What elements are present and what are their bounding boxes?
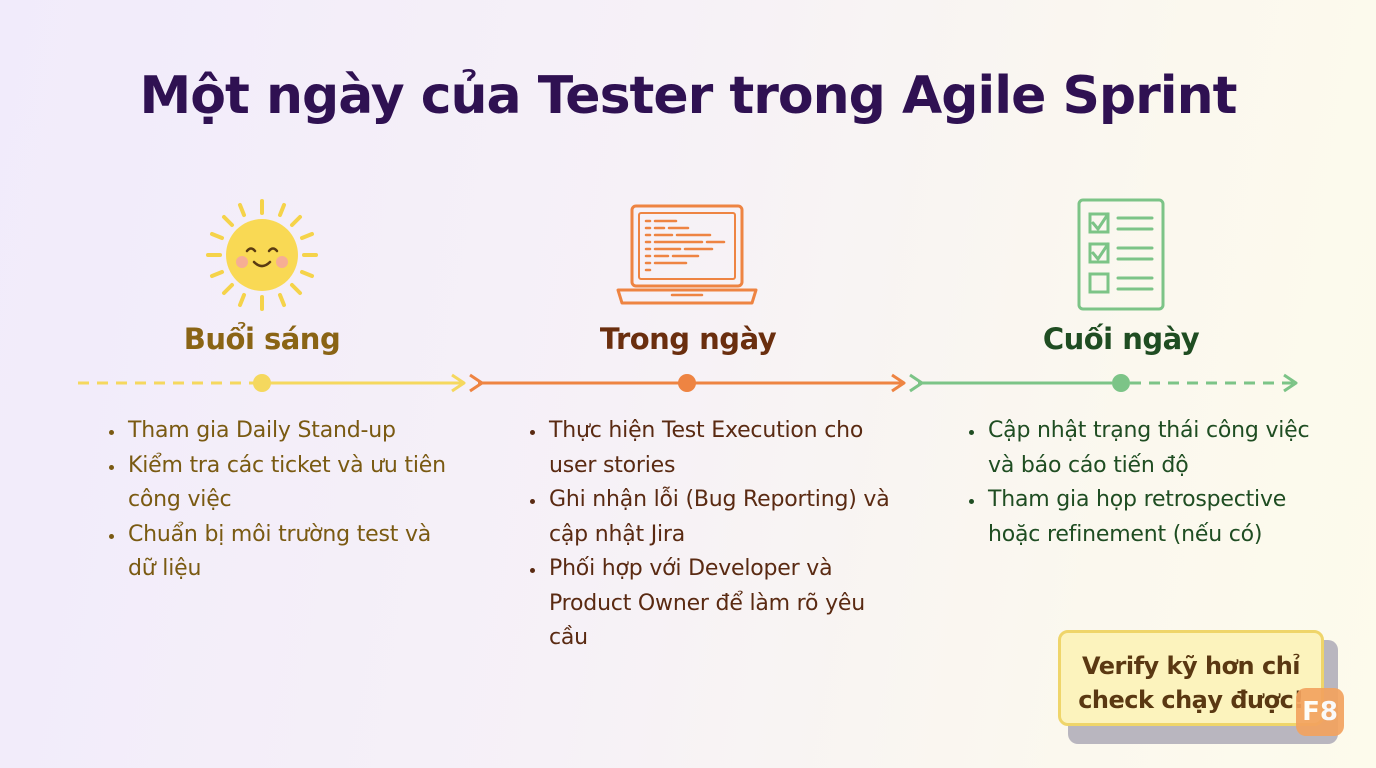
laptop-icon	[616, 204, 758, 305]
stage-title-morning: Buổi sáng	[183, 322, 341, 356]
timeline-segment-morning	[78, 373, 466, 393]
list-item: Ghi nhận lỗi (Bug Reporting) và cập nhật…	[547, 483, 899, 552]
sun-icon	[206, 199, 318, 311]
page-title: Một ngày của Tester trong Agile Sprint	[139, 66, 1238, 126]
timeline-dot-day	[678, 374, 696, 392]
morning-task-list: Tham gia Daily Stand-up Kiểm tra các tic…	[104, 414, 446, 587]
list-item: Tham gia họp retrospective hoặc refineme…	[986, 483, 1336, 552]
timeline-segment-evening	[909, 373, 1298, 393]
list-item: Tham gia Daily Stand-up	[126, 414, 446, 449]
day-task-list: Thực hiện Test Execution cho user storie…	[525, 414, 899, 656]
evening-task-list: Cập nhật trạng thái công việc và báo cáo…	[964, 414, 1336, 552]
stage-title-evening: Cuối ngày	[1042, 322, 1200, 356]
list-item: Kiểm tra các ticket và ưu tiên công việc	[126, 449, 446, 518]
list-item: Thực hiện Test Execution cho user storie…	[547, 414, 899, 483]
stage-title-day: Trong ngày	[599, 322, 777, 356]
sticky-note: Verify kỹ hơn chỉ check chạy được!	[1058, 630, 1324, 726]
note-line-1: Verify kỹ hơn chỉ	[1081, 652, 1301, 680]
timeline-dot-morning	[253, 374, 271, 392]
timeline-dot-evening	[1112, 374, 1130, 392]
list-item: Phối hợp với Developer và Product Owner …	[547, 552, 899, 656]
list-item: Chuẩn bị môi trường test và dữ liệu	[126, 518, 446, 587]
note-line-2: check chạy được!	[1078, 686, 1304, 714]
timeline-segment-day	[469, 373, 906, 393]
checklist-icon	[1077, 198, 1165, 311]
list-item: Cập nhật trạng thái công việc và báo cáo…	[986, 414, 1336, 483]
f8-logo: F8	[1296, 688, 1344, 736]
